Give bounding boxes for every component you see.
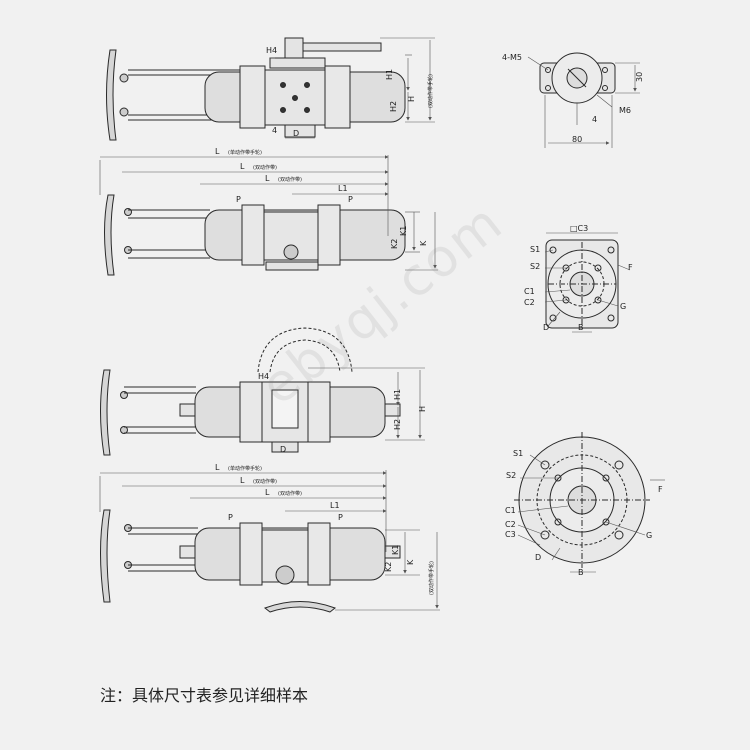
label-h1: H1 <box>385 69 394 80</box>
view-2-dimensions <box>99 155 438 271</box>
label-c3: □C3 <box>570 224 588 233</box>
label-c2-c: C2 <box>505 520 516 529</box>
label-s2: S2 <box>530 262 540 271</box>
label-k1: K1 <box>399 226 408 236</box>
label-l-4b-note: (双动作带) <box>253 478 277 485</box>
label-p-right: P <box>348 195 353 204</box>
label-c1: C1 <box>524 287 535 296</box>
label-h1-3: H1 <box>393 389 402 400</box>
view-3-elevation <box>100 327 401 456</box>
label-d-c: D <box>535 553 541 562</box>
view-4-dimensions <box>99 470 440 611</box>
label-g: G <box>620 302 626 311</box>
footnote: 注：具体尺寸表参见详细样本 <box>100 686 309 705</box>
label-h2-3: H2 <box>393 419 402 430</box>
label-p-4-left: P <box>228 513 233 522</box>
label-l-4b: L <box>240 476 245 485</box>
label-l-spring: (单动作带手轮) <box>228 149 262 156</box>
label-l-double: (双动作带) <box>253 164 277 171</box>
view-4-plan <box>100 509 401 613</box>
detail-top-flange <box>539 52 616 104</box>
label-k2-4: K2 <box>384 562 393 572</box>
label-four-top: 4 <box>592 115 597 124</box>
view-1-elevation <box>106 37 406 141</box>
label-d-b: D <box>543 323 549 332</box>
label-h-note: (双动作带手轮) <box>427 74 434 108</box>
label-c2: C2 <box>524 298 535 307</box>
label-l-1: L <box>215 147 220 156</box>
label-l-double2: (双动作带) <box>278 176 302 183</box>
label-l-3: L <box>265 174 270 183</box>
label-c3-c: C3 <box>505 530 516 539</box>
label-f-c: F <box>658 485 663 494</box>
label-b-c: B <box>578 568 584 577</box>
detail-round-flange <box>514 432 650 568</box>
label-g-c: G <box>646 531 652 540</box>
label-l1-4: L1 <box>330 501 340 510</box>
detail-square-flange-dims <box>544 232 631 333</box>
label-d: D <box>293 129 299 138</box>
label-k-4-note: (双动作带手轮) <box>428 561 435 595</box>
label-l1: L1 <box>338 184 348 193</box>
label-four: 4 <box>272 126 277 135</box>
label-h-3: H <box>418 406 427 412</box>
detail-top-flange-dims <box>527 56 640 148</box>
label-k1-4: K1 <box>391 545 400 555</box>
label-l-4c: L <box>265 488 270 497</box>
label-s1-c: S1 <box>513 449 523 458</box>
label-m5: 4-M5 <box>502 53 522 62</box>
label-p-4-right: P <box>338 513 343 522</box>
detail-square-flange <box>545 239 619 329</box>
label-f: F <box>628 263 633 272</box>
label-k2: K2 <box>390 239 399 249</box>
label-80: 80 <box>572 135 582 144</box>
label-d-3: D <box>280 445 286 454</box>
label-s2-c: S2 <box>506 471 516 480</box>
label-k: K <box>419 240 428 246</box>
label-c1-c: C1 <box>505 506 516 515</box>
label-h4-3: H4 <box>258 372 269 381</box>
label-h2: H2 <box>389 101 398 112</box>
view-1-dimensions <box>270 37 435 139</box>
label-30: 30 <box>635 72 644 82</box>
label-l-4a-note: (单动作带手轮) <box>228 465 262 472</box>
label-s1: S1 <box>530 245 540 254</box>
label-p-left: P <box>236 195 241 204</box>
label-l-4a: L <box>215 463 220 472</box>
view-3-dimensions <box>308 367 425 441</box>
detail-round-flange-dims <box>517 454 665 573</box>
label-l-2: L <box>240 162 245 171</box>
label-l-4c-note: (双动作带) <box>278 490 302 497</box>
view-2-plan <box>104 194 406 276</box>
label-b: B <box>578 323 584 332</box>
label-h4: H4 <box>266 46 277 55</box>
label-m6: M6 <box>619 106 631 115</box>
label-k-4: K <box>406 559 415 565</box>
label-h: H <box>407 96 416 102</box>
